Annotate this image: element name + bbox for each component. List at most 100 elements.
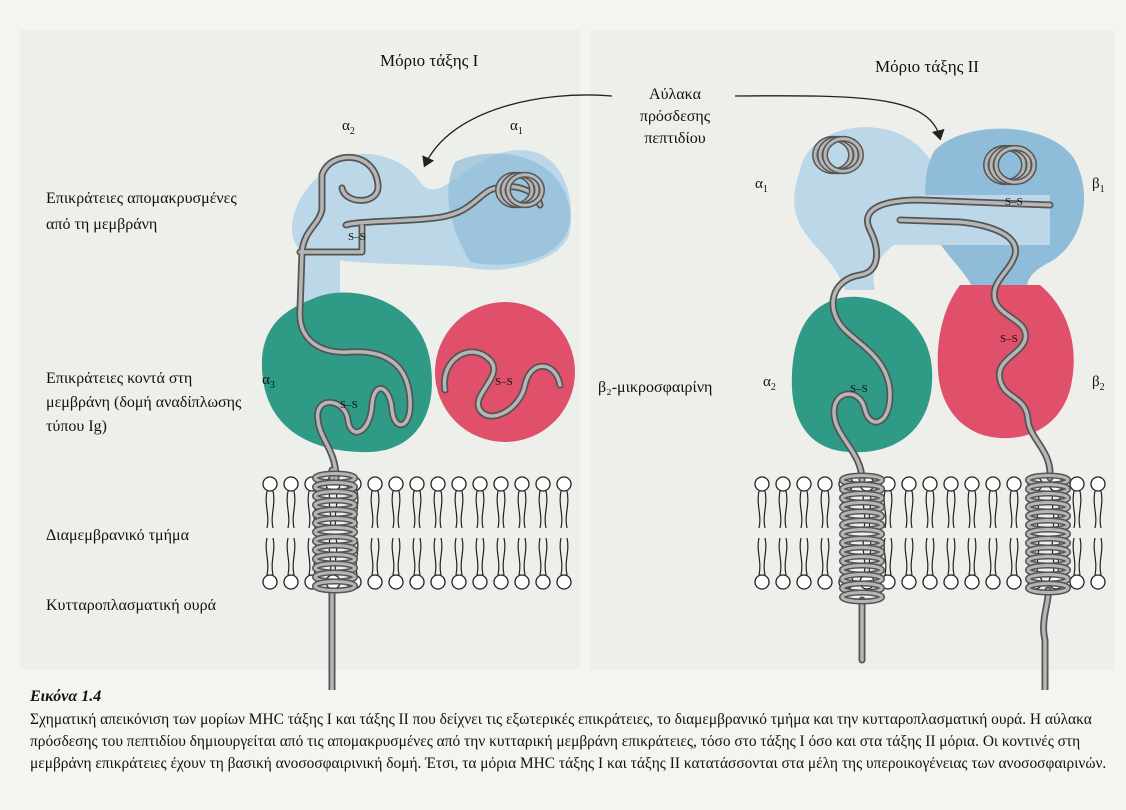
distal-line-1: Επικράτειες απομακρυσμένες (46, 188, 237, 210)
lipid-tail-outer (497, 491, 505, 528)
lipid-head-outer (389, 477, 403, 491)
lipid-tail-outer (1073, 491, 1081, 528)
lipid-tail-inner (989, 538, 997, 575)
lipid-head-outer (755, 477, 769, 491)
lipid-head-outer (284, 477, 298, 491)
lipid-tail-inner (392, 538, 400, 575)
lipid-head-inner (284, 575, 298, 589)
lipid-head-outer (923, 477, 937, 491)
lipid-tail-outer (287, 491, 295, 528)
lipid-tail-outer (905, 491, 913, 528)
class2-alpha2-label: α2 (763, 374, 776, 393)
lipid-tail-inner (947, 538, 955, 575)
lipid-head-inner (944, 575, 958, 589)
disulfide-class1-a3: S–S (340, 399, 358, 411)
lipid-tail-outer (968, 491, 976, 528)
class2-beta-transmembrane-helix (1028, 476, 1068, 593)
lipid-head-outer (944, 477, 958, 491)
lipid-head-outer (1007, 477, 1021, 491)
lipid-tail-inner (1094, 538, 1102, 575)
class2-beta2-label: β2 (1092, 374, 1105, 393)
lipid-tail-inner (560, 538, 568, 575)
lipid-head-inner (986, 575, 1000, 589)
lipid-head-inner (755, 575, 769, 589)
lipid-head-inner (368, 575, 382, 589)
lipid-tail-inner (905, 538, 913, 575)
lipid-tail-inner (371, 538, 379, 575)
lipid-head-inner (1070, 575, 1084, 589)
lipid-head-inner (263, 575, 277, 589)
class1-title: Μόριο τάξης Ι (380, 50, 478, 72)
groove-line-2: πρόσδεσης (612, 106, 738, 128)
lipid-tail-outer (476, 491, 484, 528)
proximal-line-2: μεμβράνη (δομή αναδίπλωσης (46, 392, 241, 414)
lipid-tail-inner (800, 538, 808, 575)
lipid-head-inner (431, 575, 445, 589)
lipid-tail-outer (413, 491, 421, 528)
lipid-head-outer (1070, 477, 1084, 491)
class1-alpha3-label: α3 (262, 372, 275, 391)
lipid-tail-inner (413, 538, 421, 575)
lipid-head-inner (818, 575, 832, 589)
lipid-head-inner (797, 575, 811, 589)
lipid-tail-inner (758, 538, 766, 575)
lipid-head-outer (965, 477, 979, 491)
lipid-tail-inner (926, 538, 934, 575)
lipid-tail-inner (1010, 538, 1018, 575)
class2-a2-domain (792, 297, 932, 453)
lipid-tail-outer (539, 491, 547, 528)
lipid-tail-inner (434, 538, 442, 575)
lipid-tail-inner (287, 538, 295, 575)
lipid-tail-outer (455, 491, 463, 528)
proximal-line-3: τύπου Ig) (46, 416, 241, 438)
lipid-head-outer (557, 477, 571, 491)
lipid-head-outer (776, 477, 790, 491)
lipid-head-outer (368, 477, 382, 491)
class2-alpha1-label: α1 (755, 176, 768, 195)
lipid-head-inner (1007, 575, 1021, 589)
class2-alpha-transmembrane-helix (842, 476, 882, 602)
class1-transmembrane-helix (315, 474, 355, 591)
lipid-tail-inner (455, 538, 463, 575)
groove-arrow-right (735, 96, 940, 138)
lipid-head-outer (986, 477, 1000, 491)
disulfide-class1-b2m: S–S (495, 376, 513, 388)
lipid-head-inner (776, 575, 790, 589)
lipid-tail-outer (989, 491, 997, 528)
cytoplasmic-label: Κυτταροπλασματική ουρά (46, 595, 216, 617)
lipid-head-outer (902, 477, 916, 491)
lipid-tail-outer (266, 491, 274, 528)
lipid-head-outer (431, 477, 445, 491)
lipid-tail-outer (1094, 491, 1102, 528)
lipid-head-inner (923, 575, 937, 589)
lipid-head-outer (494, 477, 508, 491)
figure-caption-title: Εικόνα 1.4 (30, 688, 101, 706)
lipid-tail-inner (821, 538, 829, 575)
disulfide-class2-b1: S–S (1005, 196, 1023, 208)
mhc-diagram: S–S S–S S–S S–S S–S S–S (0, 0, 1126, 690)
lipid-head-outer (515, 477, 529, 491)
class2-title: Μόριο τάξης ΙΙ (875, 56, 979, 78)
lipid-tail-inner (266, 538, 274, 575)
lipid-head-outer (452, 477, 466, 491)
lipid-head-outer (263, 477, 277, 491)
lipid-tail-outer (434, 491, 442, 528)
groove-line-3: πεπτιδίου (612, 128, 738, 150)
lipid-tail-outer (947, 491, 955, 528)
proximal-line-1: Επικράτειες κοντά στη (46, 368, 241, 390)
lipid-head-inner (536, 575, 550, 589)
lipid-head-inner (557, 575, 571, 589)
lipid-head-inner (965, 575, 979, 589)
proximal-domains-label: Επικράτειες κοντά στη μεμβράνη (δομή ανα… (46, 368, 241, 438)
b2m-label: β₂-μικροσφαιρίνη (598, 377, 712, 399)
lipid-tail-outer (758, 491, 766, 528)
lipid-tail-outer (926, 491, 934, 528)
lipid-tail-outer (800, 491, 808, 528)
lipid-tail-outer (779, 491, 787, 528)
lipid-tail-inner (476, 538, 484, 575)
lipid-head-inner (473, 575, 487, 589)
lipid-tail-outer (371, 491, 379, 528)
figure-caption-text: Σχηματική απεικόνιση των μορίων MHC τάξη… (30, 709, 1120, 775)
lipid-tail-outer (560, 491, 568, 528)
groove-label: Αύλακα πρόσδεσης πεπτιδίου (612, 84, 738, 150)
